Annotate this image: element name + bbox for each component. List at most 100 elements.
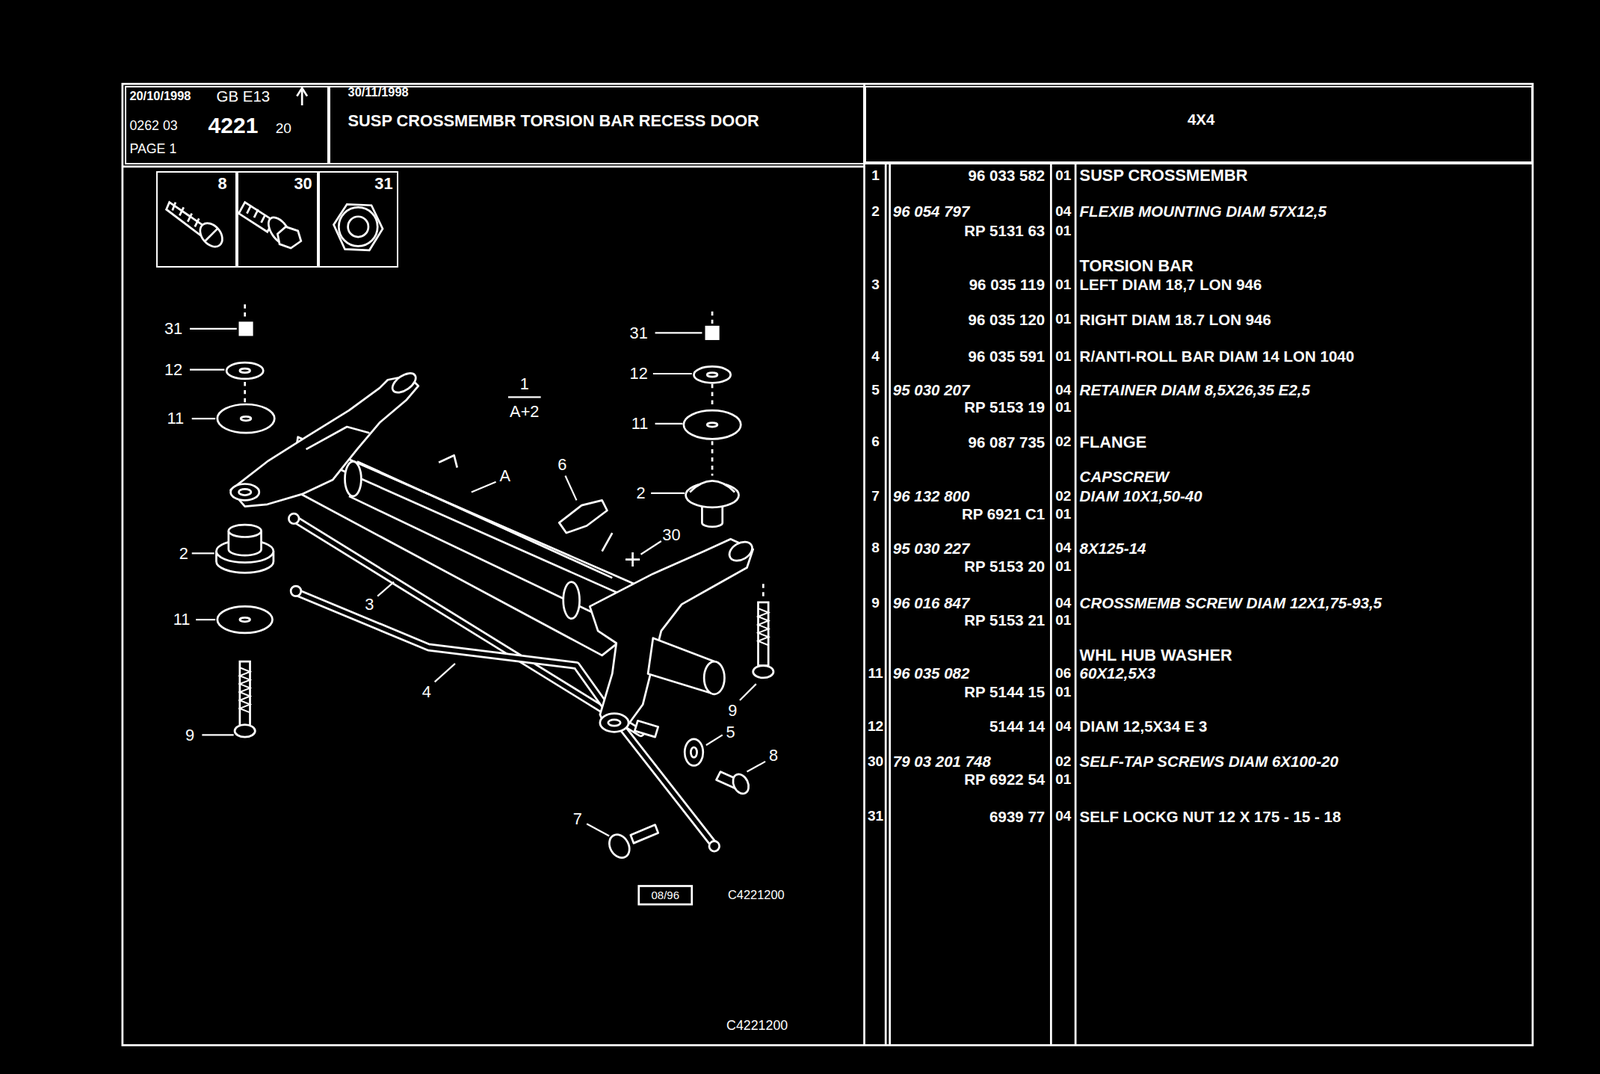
- callout-number: 4: [422, 682, 432, 701]
- table-cell: LEFT DIAM 18,7 LON 946: [1079, 275, 1263, 294]
- icon-drawings: [166, 202, 383, 252]
- callout-number: 3: [364, 594, 374, 614]
- table-cell: 79 03 201 748: [893, 752, 991, 771]
- table-cell: R/ANTI-ROLL BAR DIAM 14 LON 1040: [1079, 347, 1355, 366]
- table-cell: 96 054 797: [893, 202, 971, 221]
- table-cell: WHL HUB WASHER: [1079, 645, 1233, 665]
- table-cell: 96 033 582: [968, 166, 1046, 185]
- callout-number: 11: [631, 414, 649, 433]
- node-text: GB E13: [215, 87, 270, 106]
- node-text: 0262 03: [129, 118, 178, 134]
- table-cell: 96 087 735: [968, 433, 1046, 452]
- callout-number: 31: [629, 323, 648, 343]
- callout-number: 2: [635, 483, 645, 503]
- table-cell: 04: [1055, 539, 1071, 557]
- icon-cell: 31: [318, 171, 399, 267]
- table-cell: 96 035 120: [968, 310, 1046, 329]
- table-cell: CROSSMEMB SCREW DIAM 12X1,75-93,5: [1079, 594, 1382, 613]
- table-cell: SELF-TAP SCREWS DIAM 6X100-20: [1079, 752, 1339, 771]
- callout-number: 31: [164, 319, 183, 338]
- callout-number: 11: [167, 408, 185, 428]
- table-cell: 6939 77: [989, 807, 1045, 826]
- title-box: 30/11/1998SUSP CROSSMEMBR TORSION BAR RE…: [328, 85, 865, 165]
- table-cell: 8X125-14: [1079, 539, 1147, 558]
- node-text: 8: [218, 174, 228, 193]
- table-cell: 02: [1055, 433, 1071, 450]
- table-cell: RP 5144 15: [964, 683, 1045, 701]
- node-text: 4221: [208, 112, 259, 140]
- table-cell: 96 035 119: [969, 275, 1045, 294]
- variant-box: 4X4: [864, 85, 1533, 164]
- table-cell: FLEXIB MOUNTING DIAM 57X12,5: [1079, 202, 1327, 221]
- table-cell: 04: [1055, 807, 1071, 825]
- node-text: 20: [275, 120, 292, 137]
- table-cell: 7: [871, 487, 880, 505]
- table-cell: 96 016 847: [893, 594, 971, 613]
- node-text: 4X4: [1187, 110, 1215, 129]
- table-cell: 95 030 207: [893, 381, 971, 400]
- table-cell: DIAM 10X1,50-40: [1079, 487, 1203, 506]
- header-box: 20/10/1998 GB E13 0262 03 4221 20PAGE 1: [124, 85, 329, 165]
- table-cell: SELF LOCKG NUT 12 X 175 - 15 - 18: [1079, 807, 1342, 826]
- callout-number: C4221200: [727, 887, 785, 903]
- icon-cell: 30: [236, 171, 319, 267]
- node-text: 31: [374, 174, 393, 193]
- frame-lines: [122, 83, 1533, 1045]
- table-cell: RIGHT DIAM 18.7 LON 946: [1079, 310, 1272, 329]
- table-cell: TORSION BAR: [1079, 256, 1194, 276]
- table-cell: RETAINER DIAM 8,5X26,35 E2,5: [1079, 381, 1311, 400]
- callout-number: 8: [768, 745, 778, 765]
- table-cell: DIAM 12,5X34 E 3: [1079, 717, 1208, 736]
- node-text: SUSP CROSSMEMBR TORSION BAR RECESS DOOR: [348, 111, 760, 131]
- table-cell: CAPSCREW: [1079, 467, 1170, 486]
- callout-number: 6: [557, 455, 567, 474]
- table-cell: 01: [1055, 683, 1071, 701]
- table-cell: 02: [1055, 487, 1071, 505]
- callout-number: 30: [662, 525, 681, 545]
- table-cell: 01: [1055, 399, 1071, 416]
- table-cell: 96 035 591: [968, 347, 1046, 366]
- callout-number: A: [499, 466, 512, 486]
- table-cell: 02: [1055, 753, 1071, 770]
- table-cell: FLANGE: [1079, 432, 1148, 452]
- crossmember-drawing: [230, 369, 756, 861]
- table-cell: 5: [871, 381, 880, 399]
- table-cell: 01: [1055, 771, 1071, 788]
- table-cell: 04: [1055, 203, 1071, 220]
- callout-number: 12: [164, 360, 183, 379]
- table-cell: 01: [1055, 276, 1071, 293]
- table-cell: 5144 14: [989, 717, 1045, 736]
- table-cell: 04: [1055, 381, 1071, 399]
- table-cell: 9: [871, 594, 880, 612]
- callout-number: A+2: [509, 402, 539, 421]
- table-cell: RP 5131 63: [964, 221, 1045, 240]
- table-cell: RP 6922 54: [964, 770, 1045, 789]
- table-cell: SUSP CROSSMEMBR: [1079, 165, 1249, 185]
- table-cell: 01: [1055, 222, 1071, 240]
- callout-number: C4221200: [726, 1017, 788, 1033]
- node-text: PAGE 1: [129, 141, 177, 157]
- callout-number: 1: [520, 374, 530, 394]
- callout-number: 9: [727, 700, 737, 720]
- table-cell: 01: [1055, 310, 1071, 328]
- callout-number: 5: [726, 722, 736, 742]
- table-cell: RP 5153 19: [964, 398, 1045, 417]
- icon-cell: 8: [156, 171, 237, 267]
- node-text: 30/11/1998: [348, 85, 409, 100]
- mount-stacks: [215, 304, 774, 737]
- table-cell: 95 030 227: [893, 539, 971, 558]
- table-cell: 01: [1055, 505, 1071, 523]
- table-cell: 04: [1055, 594, 1071, 612]
- table-cell: 04: [1055, 718, 1071, 735]
- table-cell: 60X12,5X3: [1079, 664, 1156, 683]
- callout-number: 7: [573, 809, 583, 829]
- table-cell: 01: [1055, 612, 1071, 629]
- node-text: 30: [293, 174, 312, 193]
- callout-number: 2: [179, 544, 189, 563]
- callout-number: 12: [629, 363, 648, 383]
- node-text: 20/10/1998: [129, 88, 191, 104]
- table-cell: 4: [871, 348, 880, 365]
- table-cell: 01: [1055, 558, 1071, 575]
- table-cell: RP 5153 21: [964, 611, 1045, 630]
